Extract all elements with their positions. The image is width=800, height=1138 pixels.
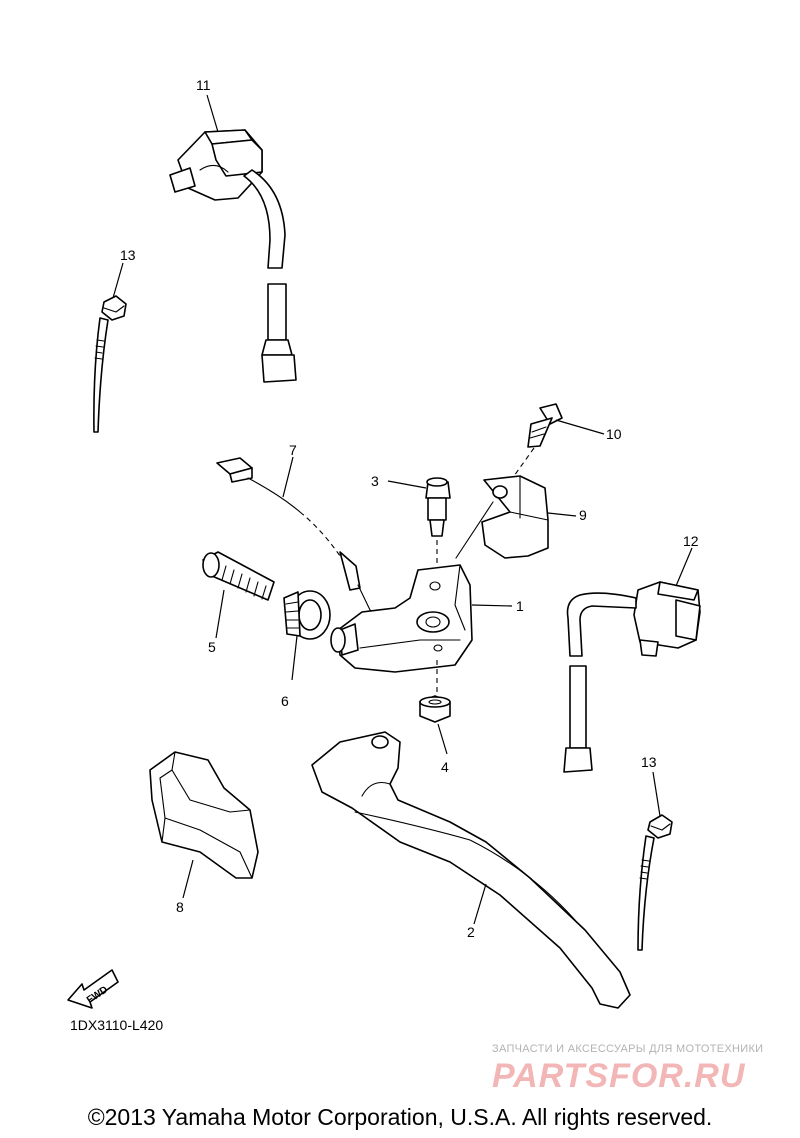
part-10-bolt: 10 [513, 403, 622, 477]
part-3-pivot-bolt: 3 [371, 473, 451, 582]
part-8-lever-guard: 8 [149, 751, 259, 915]
fwd-arrow-icon: FWD [67, 969, 119, 1009]
callout-2: 2 [467, 924, 475, 940]
part-9-holder-clamp: 9 [455, 475, 587, 559]
callout-7: 7 [289, 442, 297, 458]
part-13-cable-tie-right: 13 [637, 754, 673, 951]
callout-1: 1 [516, 598, 524, 614]
callout-13-right: 13 [641, 754, 657, 770]
part-12-switch: 12 [563, 533, 701, 773]
part-2-lever: 2 [311, 731, 631, 1009]
callout-3: 3 [371, 473, 379, 489]
part-1-lever-holder: 1 [330, 564, 524, 696]
callout-5: 5 [208, 639, 216, 655]
part-11-switch: 11 [169, 77, 297, 383]
copyright-notice: ©2013 Yamaha Motor Corporation, U.S.A. A… [87, 1104, 713, 1130]
part-13-cable-tie-left: 13 [93, 247, 136, 433]
callout-6: 6 [281, 693, 289, 709]
callout-8: 8 [176, 899, 184, 915]
callout-10: 10 [606, 426, 622, 442]
watermark-logo: PARTSFOR.RU [492, 1057, 746, 1095]
callout-12: 12 [683, 533, 699, 549]
watermark-text: ЗАПЧАСТИ И АКСЕССУАРЫ ДЛЯ МОТОТЕХНИКИ [492, 1043, 764, 1055]
part-4-nut: 4 [419, 695, 451, 775]
part-7-wire-lead: 7 [216, 442, 386, 621]
callout-11: 11 [196, 77, 211, 93]
part-6-locknut: 6 [281, 590, 331, 709]
callout-4: 4 [441, 759, 449, 775]
part-5-adjuster: 5 [202, 551, 275, 655]
callout-9: 9 [579, 507, 587, 523]
callout-13-left: 13 [120, 247, 136, 263]
diagram-code: 1DX3110-L420 [70, 1017, 164, 1033]
